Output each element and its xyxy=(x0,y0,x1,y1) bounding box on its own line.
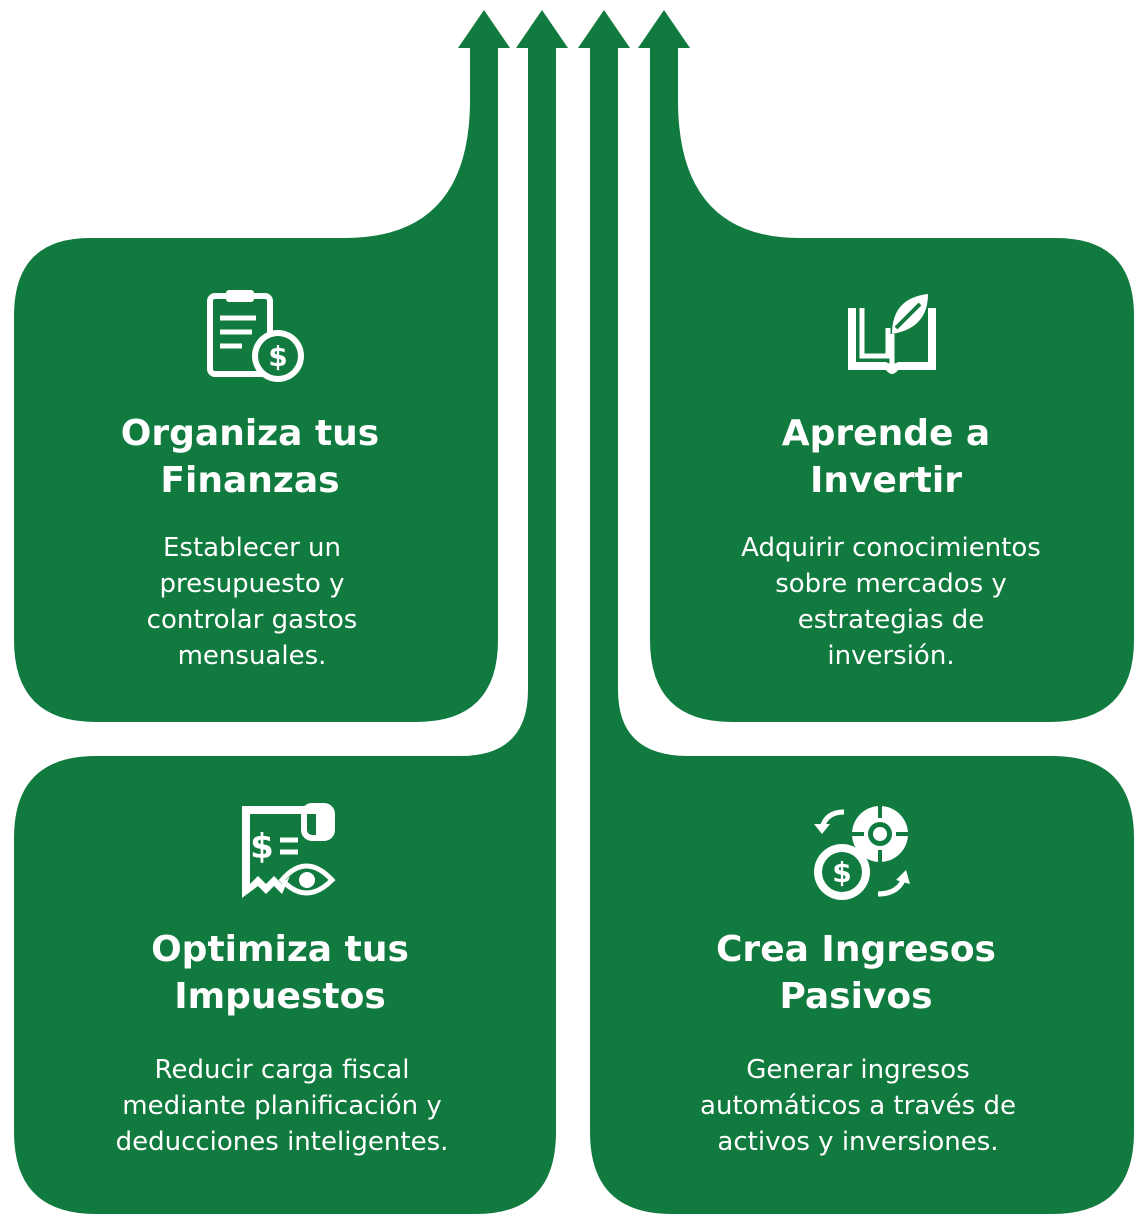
svg-text:$: $ xyxy=(832,856,851,889)
book-plant-icon xyxy=(848,294,936,374)
card-title: Optimiza tus Impuestos xyxy=(151,929,409,1017)
card-title: Organiza tus Finanzas xyxy=(120,413,380,501)
card-description: Generar ingresos automáticos a través de… xyxy=(700,1055,1016,1157)
card-title: Aprende a Invertir xyxy=(781,413,991,501)
passive-income-cycle-icon: $ xyxy=(814,806,910,900)
card-title: Crea Ingresos Pasivos xyxy=(716,929,996,1017)
card-description: Reducir carga fiscal mediante planificac… xyxy=(115,1055,449,1157)
clipboard-dollar-icon: $ xyxy=(207,290,304,382)
card-optimiza-shape xyxy=(14,10,568,1214)
svg-text:$: $ xyxy=(268,340,287,373)
svg-text:$: $ xyxy=(250,827,274,867)
card-description: Establecer un presupuesto y controlar ga… xyxy=(146,533,358,671)
card-crea-shape xyxy=(578,10,1134,1214)
tax-receipt-eye-icon: $ xyxy=(242,803,336,898)
card-description: Adquirir conocimientos sobre mercados y … xyxy=(741,533,1041,671)
